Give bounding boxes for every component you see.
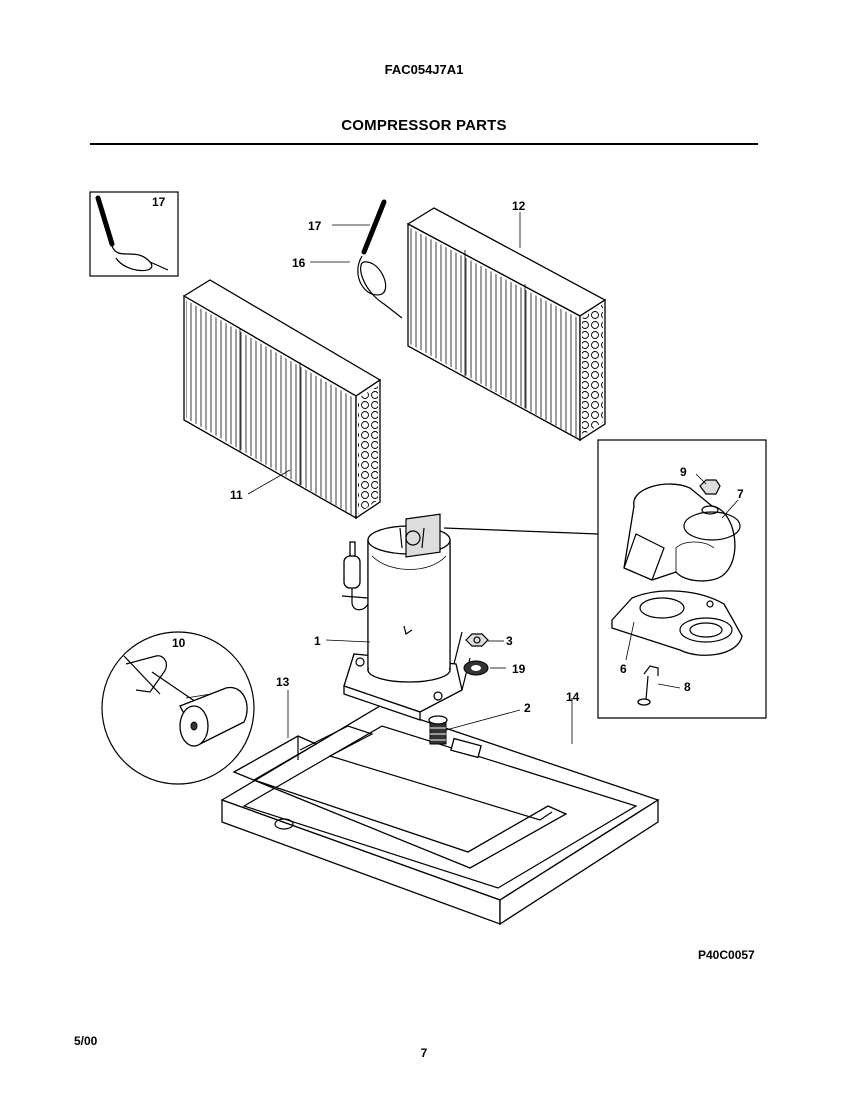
- base-pan-14: [220, 705, 660, 926]
- callout-16: 16: [292, 256, 306, 270]
- model-number: FAC054J7A1: [384, 62, 464, 77]
- revision-date: 5/00: [74, 1034, 98, 1048]
- callout-13: 13: [276, 675, 290, 689]
- callout-10: 10: [172, 636, 186, 650]
- figure-code: P40C0057: [698, 948, 755, 962]
- callout-2: 2: [524, 701, 531, 715]
- callout-8: 8: [684, 680, 691, 694]
- detail-circle-10: [101, 631, 255, 785]
- compressor-1: [341, 513, 451, 683]
- page-title: COMPRESSOR PARTS: [341, 117, 507, 134]
- callout-12: 12: [512, 199, 526, 213]
- leader-lines: [247, 212, 739, 744]
- callout-17-inset: 17: [152, 195, 166, 209]
- gasket-13: [232, 725, 568, 869]
- callout-19: 19: [512, 662, 526, 676]
- callout-7: 7: [737, 487, 744, 501]
- coil-11: [182, 279, 382, 520]
- callout-14: 14: [566, 690, 580, 704]
- callout-1: 1: [314, 634, 321, 648]
- title-rule: [90, 143, 758, 145]
- inset-17-box: [89, 191, 179, 277]
- coil-12: [406, 207, 607, 442]
- grommet-2: [428, 715, 448, 745]
- callout-11: 11: [230, 488, 243, 502]
- callout-6: 6: [620, 662, 627, 676]
- sensor-16-17: [357, 199, 403, 319]
- nut-3: [465, 633, 489, 647]
- washer-19: [463, 660, 489, 676]
- callout-9: 9: [680, 465, 687, 479]
- callout-17: 17: [308, 219, 322, 233]
- terminal-cover-inset: [443, 439, 767, 719]
- page-number: 7: [420, 1046, 428, 1060]
- callout-3: 3: [506, 634, 513, 648]
